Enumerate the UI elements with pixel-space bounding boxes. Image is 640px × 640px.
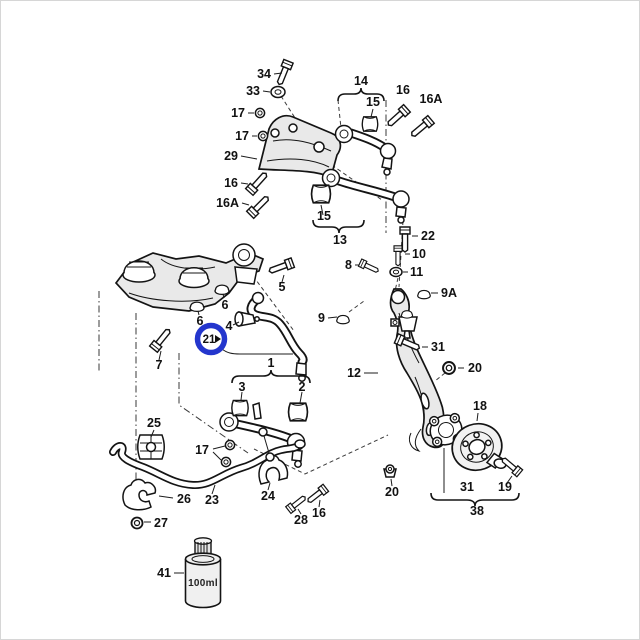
- part-bushing-15-mid: [310, 184, 332, 204]
- part-bolt-28: [285, 493, 309, 515]
- callout-14: 14: [354, 74, 368, 88]
- part-cap-9: [336, 314, 350, 325]
- callout-21: 21: [203, 334, 216, 346]
- callout-5: 5: [279, 280, 286, 294]
- leader-21: [221, 348, 293, 355]
- callout-13: 13: [333, 233, 347, 247]
- part-bushing-3: [231, 399, 249, 417]
- part-bushing-2: [287, 402, 309, 422]
- callout-34: 34: [257, 67, 271, 81]
- callout-2: 2: [299, 380, 306, 394]
- callout-11: 11: [410, 265, 423, 279]
- callout-7: 7: [156, 358, 163, 372]
- callout-20-knuckle: 20: [468, 361, 482, 375]
- callout-38: 38: [470, 504, 484, 518]
- part-bolt-16-bottom: [304, 483, 330, 506]
- part-clamp-24: [258, 454, 289, 485]
- part-nut-20-bottom: [383, 464, 397, 478]
- part-bushing-15-top: [361, 116, 379, 132]
- callout-18: 18: [473, 399, 487, 413]
- callout-17-link: 17: [195, 443, 209, 457]
- part-ring-11: [389, 266, 403, 278]
- part-end-link: [258, 427, 275, 462]
- part-bolt-34: [273, 58, 294, 88]
- callout-22: 22: [421, 229, 435, 243]
- part-bracket-26: [122, 478, 157, 511]
- leader-lines: [144, 72, 513, 574]
- part-nut-6-b: [189, 301, 205, 313]
- callout-19: 19: [498, 480, 512, 494]
- part-nut-17-a: [254, 107, 266, 119]
- part-upper-arm-rear: [321, 168, 410, 224]
- callout-16A-right: 16A: [420, 92, 443, 106]
- callout-24: 24: [261, 489, 275, 503]
- part-washer-33-hole: [274, 89, 282, 95]
- callout-17-top-a: 17: [231, 106, 245, 120]
- callout-6-a: 6: [222, 298, 229, 312]
- callout-9: 9: [318, 311, 325, 325]
- part-subframe: [114, 243, 265, 312]
- callout-6-b: 6: [197, 314, 204, 328]
- part-lower-arm-rear: [246, 291, 308, 382]
- bottle-volume-label: 100ml: [188, 578, 218, 589]
- part-bracket-29: [257, 114, 342, 179]
- callout-16-bottom: 16: [312, 506, 326, 520]
- callout-15-top: 15: [366, 95, 380, 109]
- part-washer-33: [270, 85, 286, 99]
- callout-16-left: 16: [224, 176, 238, 190]
- callout-28: 28: [294, 513, 308, 527]
- callout-9A: 9A: [441, 286, 457, 300]
- callout-4: 4: [226, 319, 233, 333]
- callout-33: 33: [246, 84, 260, 98]
- part-bolt-5: [266, 257, 296, 277]
- part-bolt-16A-right: [407, 114, 435, 141]
- callout-26: 26: [177, 492, 191, 506]
- callout-3: 3: [239, 380, 246, 394]
- part-bolt-16-left: [244, 169, 271, 197]
- part-bolt-8: [357, 258, 381, 276]
- highlight-circle: [194, 322, 228, 356]
- part-bottle-41: 100ml: [184, 537, 222, 609]
- callout-17-top-b: 17: [235, 129, 249, 143]
- callout-16-right: 16: [396, 83, 410, 97]
- part-ball-joint: [390, 310, 418, 339]
- group-braces: [231, 87, 520, 507]
- callout-41: 41: [157, 566, 171, 580]
- part-upper-arm-front: [334, 124, 397, 176]
- highlight-part-21[interactable]: 21: [194, 322, 228, 356]
- part-cap-9A: [417, 289, 431, 300]
- callout-10: 10: [412, 247, 426, 261]
- callout-31-knuckle: 31: [431, 340, 445, 354]
- callout-20-bottom: 20: [385, 485, 399, 499]
- part-sway-bar: [109, 439, 306, 490]
- part-nut-6-a: [214, 284, 230, 296]
- callout-31-hub: 31: [460, 480, 474, 494]
- part-bolt-16-right: [384, 103, 412, 130]
- part-ring-11-hole: [392, 269, 400, 275]
- callout-29: 29: [224, 149, 238, 163]
- part-nut-17-b: [257, 130, 269, 142]
- part-clamp-25: [137, 434, 165, 460]
- callout-16A-left: 16A: [216, 196, 239, 210]
- callout-15-mid: 15: [317, 209, 331, 223]
- callout-21-arrow: [215, 335, 221, 343]
- callout-1: 1: [268, 356, 275, 370]
- callout-12: 12: [347, 366, 361, 380]
- part-nut-20-knuckle: [442, 361, 456, 375]
- callout-23: 23: [205, 493, 219, 507]
- part-bolt-7: [148, 325, 174, 353]
- callout-27: 27: [154, 516, 168, 530]
- part-nut-27: [130, 516, 144, 530]
- callout-8: 8: [345, 258, 352, 272]
- part-nut-17-link-b: [220, 456, 232, 468]
- callout-25: 25: [147, 416, 161, 430]
- part-bolt-10: [393, 245, 403, 267]
- part-wheel-hub: [451, 422, 507, 472]
- part-bolt-16A-left: [245, 192, 273, 220]
- part-nut-17-link-a: [224, 439, 236, 451]
